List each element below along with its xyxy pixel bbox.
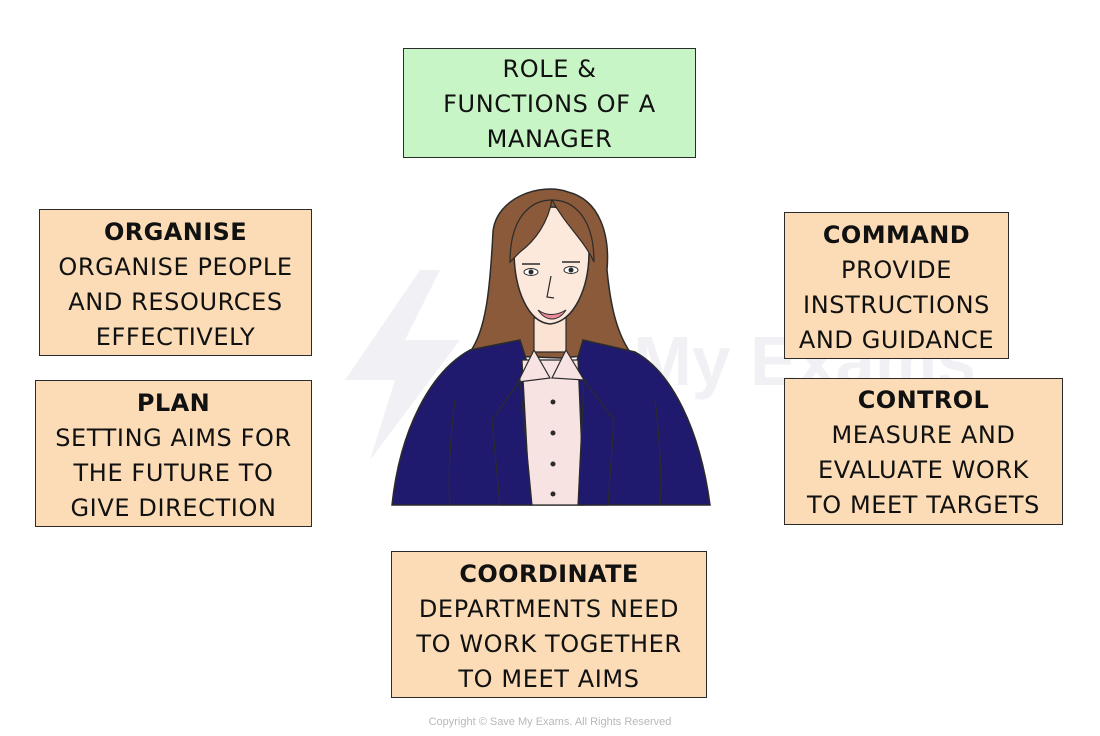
control-heading: CONTROL <box>857 386 990 414</box>
control-line: TO MEET TARGETS <box>806 491 1041 519</box>
title-line: FUNCTIONS OF A <box>443 90 656 118</box>
command-line: AND GUIDANCE <box>798 326 995 354</box>
organise-box: ORGANISE ORGANISE PEOPLE AND RESOURCES E… <box>39 209 312 356</box>
command-heading: COMMAND <box>822 221 971 249</box>
command-line: PROVIDE <box>841 256 952 284</box>
plan-line: THE FUTURE TO <box>73 459 274 487</box>
control-box: CONTROL MEASURE AND EVALUATE WORK TO MEE… <box>784 378 1063 525</box>
plan-line: GIVE DIRECTION <box>70 494 277 522</box>
coordinate-box: COORDINATE DEPARTMENTS NEED TO WORK TOGE… <box>391 551 707 698</box>
copyright-notice: Copyright © Save My Exams. All Rights Re… <box>428 716 672 728</box>
coordinate-line: TO WORK TOGETHER <box>416 630 682 658</box>
plan-line: SETTING AIMS FOR <box>55 424 292 452</box>
title-line: ROLE & <box>502 55 597 83</box>
title-box: ROLE & FUNCTIONS OF A MANAGER <box>403 48 696 158</box>
title-line: MANAGER <box>486 125 613 153</box>
plan-heading: PLAN <box>136 389 211 417</box>
plan-box: PLAN SETTING AIMS FOR THE FUTURE TO GIVE… <box>35 380 312 527</box>
organise-line: AND RESOURCES <box>68 288 283 316</box>
organise-heading: ORGANISE <box>103 218 248 246</box>
organise-line: ORGANISE PEOPLE <box>58 253 293 281</box>
coordinate-line: TO MEET AIMS <box>458 665 640 693</box>
coordinate-heading: COORDINATE <box>459 560 639 588</box>
control-line: EVALUATE WORK <box>817 456 1030 484</box>
organise-line: EFFECTIVELY <box>95 323 256 351</box>
control-line: MEASURE AND <box>831 421 1016 449</box>
command-box: COMMAND PROVIDE INSTRUCTIONS AND GUIDANC… <box>784 212 1009 359</box>
coordinate-line: DEPARTMENTS NEED <box>418 595 680 623</box>
command-line: INSTRUCTIONS <box>803 291 990 319</box>
